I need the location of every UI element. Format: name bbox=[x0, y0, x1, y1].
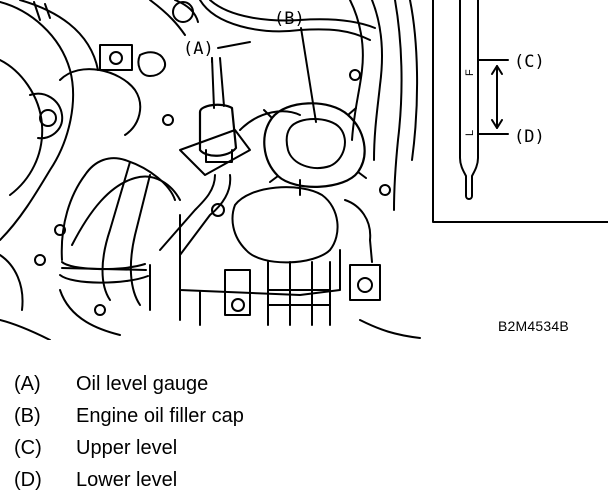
engine-illustration: (A) (B) (C) (D) F L bbox=[0, 0, 608, 341]
legend-item: (B) Engine oil filler cap bbox=[14, 400, 434, 432]
leader-line-a bbox=[217, 41, 251, 49]
callout-b: (B) bbox=[274, 9, 305, 29]
legend: (A) Oil level gauge (B) Engine oil fille… bbox=[14, 368, 434, 496]
callout-c: (C) bbox=[514, 52, 545, 72]
legend-text: Upper level bbox=[76, 436, 178, 459]
callout-a: (A) bbox=[183, 39, 214, 59]
legend-text: Lower level bbox=[76, 468, 178, 491]
legend-key: (D) bbox=[14, 468, 42, 491]
dipstick-full-mark: F bbox=[464, 69, 476, 76]
legend-key: (C) bbox=[14, 436, 42, 459]
legend-item: (A) Oil level gauge bbox=[14, 368, 434, 400]
figure-id-code: B2M4534B bbox=[498, 318, 569, 334]
dipstick-inset bbox=[432, 0, 608, 223]
callout-d: (D) bbox=[514, 127, 545, 147]
legend-key: (B) bbox=[14, 404, 41, 427]
legend-text: Engine oil filler cap bbox=[76, 404, 244, 427]
legend-key: (A) bbox=[14, 372, 41, 395]
legend-item: (D) Lower level bbox=[14, 464, 434, 496]
leader-line-b bbox=[300, 27, 317, 123]
dipstick-low-mark: L bbox=[464, 130, 476, 136]
legend-item: (C) Upper level bbox=[14, 432, 434, 464]
engine-bay-drawing bbox=[0, 0, 421, 341]
legend-text: Oil level gauge bbox=[76, 372, 209, 395]
